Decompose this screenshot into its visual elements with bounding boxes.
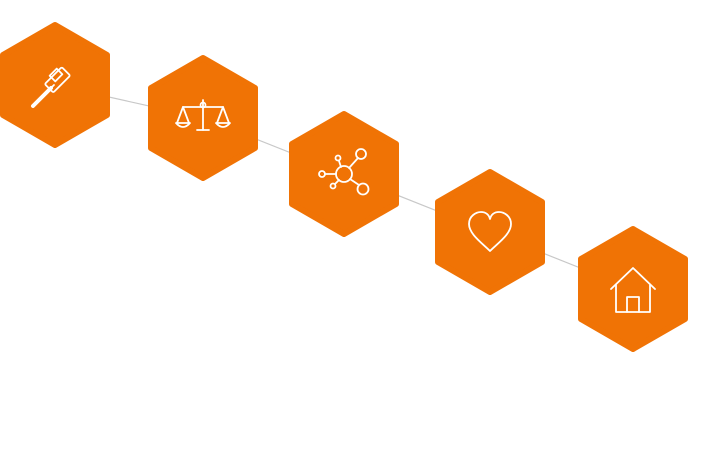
gavel-icon — [31, 66, 71, 108]
heart-icon — [468, 211, 512, 252]
scales-icon — [175, 99, 231, 131]
hexagon-node-gavel — [0, 22, 110, 148]
hexagon-node-network — [289, 111, 399, 237]
hexagon-shape — [289, 111, 399, 237]
network-icon — [318, 148, 370, 196]
hexagon-node-scales — [148, 55, 258, 181]
hexagon-shape — [578, 226, 688, 352]
home-icon — [610, 267, 656, 313]
hexagon-shape — [435, 169, 545, 295]
hexagon-node-home — [578, 226, 688, 352]
hexagon-node-heart — [435, 169, 545, 295]
hexagon-shape — [0, 22, 110, 148]
